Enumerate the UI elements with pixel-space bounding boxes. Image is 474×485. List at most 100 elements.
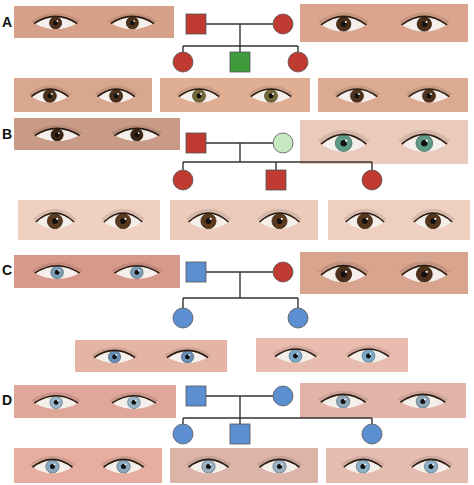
skin-ground: [75, 340, 227, 372]
eye: [189, 459, 229, 473]
eye-photo: [14, 448, 162, 483]
eye: [189, 213, 229, 229]
sclera: [337, 89, 378, 103]
eye: [33, 459, 73, 473]
iris: [50, 396, 62, 408]
eye: [94, 350, 135, 363]
highlight: [57, 400, 59, 402]
eye: [111, 16, 154, 29]
sclera: [35, 266, 80, 279]
sclera: [409, 89, 450, 103]
pupil: [277, 464, 282, 469]
eye: [321, 394, 366, 408]
highlight: [345, 271, 347, 273]
highlight: [281, 464, 283, 466]
lash-line: [35, 266, 80, 273]
lash-line: [409, 89, 450, 97]
lash-line: [348, 349, 389, 357]
male-symbol: [186, 133, 206, 153]
eye-photo: [14, 385, 176, 418]
sclera: [112, 396, 156, 409]
highlight: [358, 93, 360, 95]
female-symbol: [362, 424, 382, 444]
iris: [273, 460, 286, 473]
eye: [104, 213, 142, 229]
lash-line: [34, 16, 77, 23]
pupil: [421, 271, 427, 277]
eye-photo: [75, 340, 227, 372]
highlight: [364, 464, 366, 466]
sclera: [321, 16, 366, 31]
pupil: [132, 400, 137, 405]
highlight: [434, 218, 436, 220]
highlight: [54, 464, 56, 466]
pupil: [112, 355, 117, 360]
eye-photo: [300, 4, 468, 42]
eye: [412, 459, 450, 473]
lash-line: [321, 394, 366, 402]
male-symbol: [186, 386, 206, 406]
iris: [357, 214, 372, 229]
iris: [356, 460, 369, 473]
pupil: [130, 21, 135, 26]
highlight: [58, 270, 60, 272]
lash-line: [36, 213, 74, 222]
sclera: [114, 128, 159, 141]
eye: [35, 266, 80, 279]
eye: [179, 89, 220, 103]
eye: [34, 16, 77, 29]
lash-line: [400, 394, 445, 402]
iris: [336, 17, 350, 31]
iris: [50, 17, 62, 29]
pedigree-line: [182, 162, 183, 170]
highlight: [272, 93, 274, 95]
sclera: [114, 266, 159, 279]
lash-line: [412, 459, 450, 467]
pedigree-panel: [14, 252, 468, 372]
eye: [34, 396, 78, 409]
panel-letter: C: [2, 262, 12, 278]
iris: [108, 351, 120, 363]
iris: [202, 460, 215, 473]
iris: [272, 214, 287, 229]
iris: [265, 90, 278, 103]
sclera: [260, 459, 300, 473]
eye-photo: [170, 448, 318, 483]
highlight: [115, 354, 117, 356]
highlight: [210, 464, 212, 466]
pupil: [206, 464, 211, 469]
lash-line: [260, 213, 300, 222]
eye: [402, 266, 447, 283]
pupil: [206, 218, 212, 224]
pupil: [366, 353, 371, 358]
sclera: [260, 213, 300, 229]
pedigree-line: [297, 298, 298, 308]
pupil: [341, 21, 346, 26]
eye: [414, 213, 452, 229]
male-symbol: [230, 424, 250, 444]
sclera: [167, 350, 208, 363]
highlight: [424, 399, 426, 401]
pupil: [341, 140, 347, 146]
eye-photo: [160, 78, 310, 112]
lash-line: [33, 459, 73, 467]
lash-line: [35, 128, 80, 135]
skin-ground: [14, 118, 180, 150]
pupil: [427, 93, 432, 98]
skin-ground: [160, 78, 310, 112]
eye-photo: [170, 200, 318, 240]
eye-photo: [300, 383, 466, 418]
pupil: [362, 218, 368, 224]
highlight: [426, 140, 428, 142]
sclera: [344, 459, 382, 473]
iris: [131, 129, 143, 141]
sclera: [189, 213, 229, 229]
lash-line: [111, 16, 154, 23]
female-symbol: [288, 308, 308, 328]
iris: [426, 214, 441, 229]
pupil: [55, 133, 60, 138]
eye: [260, 459, 300, 473]
sclera: [189, 459, 229, 473]
sclera: [402, 266, 447, 283]
iris: [416, 266, 432, 282]
